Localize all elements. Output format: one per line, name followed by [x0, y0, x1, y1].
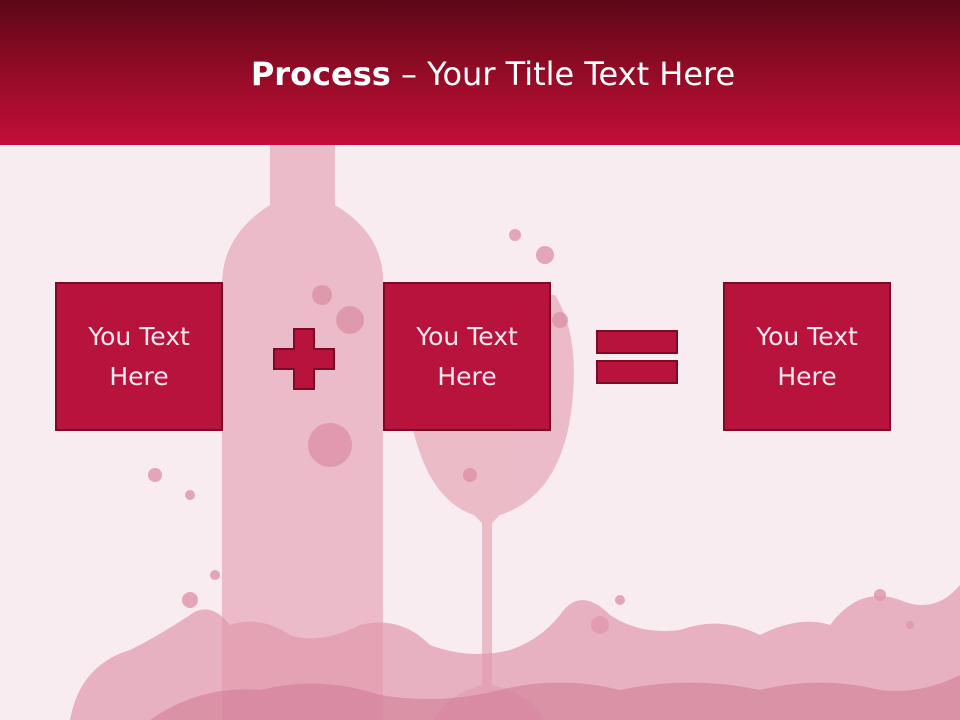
- title-rest: – Your Title Text Here: [390, 55, 736, 93]
- process-box-3-label: You Text Here: [756, 321, 858, 391]
- equals-icon: [596, 330, 678, 384]
- wine-background-illustration: [70, 145, 960, 720]
- process-box-1-label: You Text Here: [88, 321, 190, 391]
- process-box-2: You Text Here: [383, 282, 551, 431]
- process-box-2-label: You Text Here: [416, 321, 518, 391]
- slide-title: Process – Your Title Text Here: [0, 52, 960, 96]
- process-box-3: You Text Here: [723, 282, 891, 431]
- title-bold: Process: [250, 55, 391, 93]
- title-bar: [0, 0, 960, 145]
- plus-icon: [273, 328, 335, 390]
- process-box-1: You Text Here: [55, 282, 223, 431]
